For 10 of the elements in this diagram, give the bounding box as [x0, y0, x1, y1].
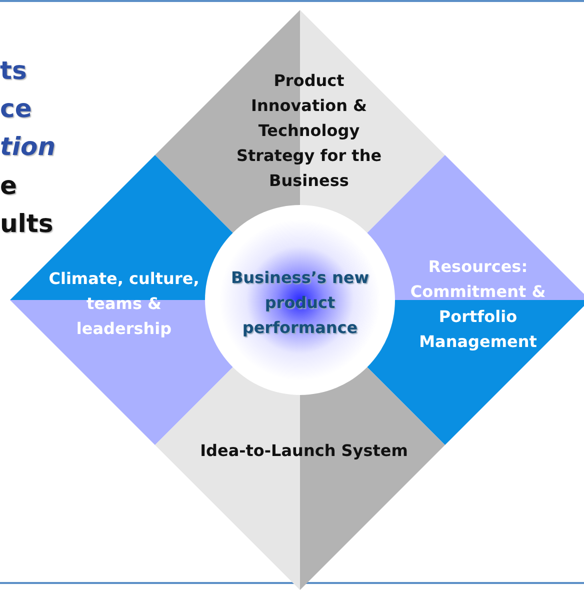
heading-fragment: ults: [0, 209, 54, 239]
heading-fragment: ts: [0, 56, 27, 86]
segment-title: Climate, culture, teams & leadership: [48, 268, 200, 340]
segment-title: Product Innovation & Technology Strategy for the Business: [235, 70, 383, 192]
segment-title: Resources: Commitment & Portfolio Management: [409, 256, 547, 353]
center-title: Business’s new product performance: [230, 267, 370, 339]
heading-fragment: ce: [0, 94, 32, 124]
heading-fragment: tion: [0, 132, 56, 162]
heading-fragment: e: [0, 171, 17, 201]
segment-title: Idea-to-Launch System: [200, 440, 408, 462]
